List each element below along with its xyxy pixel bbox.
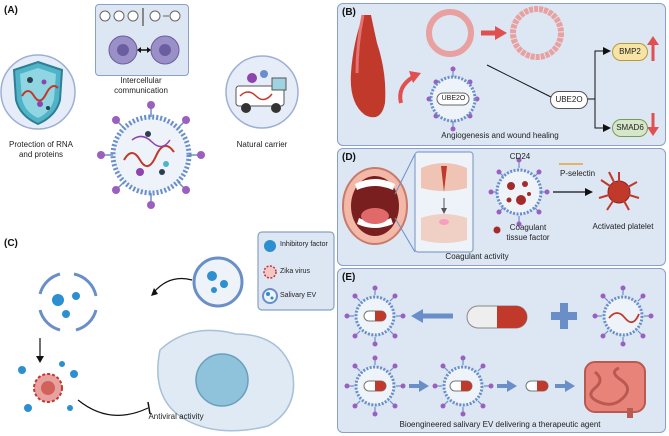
pselectin-label: P-selectin bbox=[560, 169, 596, 178]
bmp2-node: BMP2 bbox=[612, 43, 648, 61]
panel-d-illustration bbox=[342, 151, 640, 253]
extracellular-vesicle-illustration bbox=[97, 101, 205, 209]
shield-illustration bbox=[0, 54, 76, 130]
protection-label: Protection of RNA and proteins bbox=[8, 140, 74, 159]
ube2o-node: UBE2O bbox=[550, 91, 588, 109]
ube2o-vesicle-label: UBE2O bbox=[441, 95, 466, 102]
intercellular-illustration bbox=[99, 8, 181, 65]
panel-e-illustration bbox=[343, 284, 655, 418]
panel-b-caption: Angiogenesis and wound healing bbox=[441, 131, 559, 140]
carrier-label: Natural carrier bbox=[236, 140, 288, 149]
smad6-node: SMAD6 bbox=[612, 119, 648, 137]
panel-b-illustration bbox=[350, 6, 659, 132]
panel-d-letter: (D) bbox=[342, 152, 356, 163]
panel-a-letter: (A) bbox=[4, 5, 18, 16]
cd24-label: CD24 bbox=[509, 152, 531, 161]
panel-d-caption: Coagulant activity bbox=[445, 252, 509, 261]
panel-e-letter: (E) bbox=[342, 272, 356, 283]
legend-inhibitory-label: Inhibitory factor bbox=[280, 241, 328, 248]
carrier-illustration bbox=[225, 55, 299, 129]
antiviral-caption: Antiviral activity bbox=[148, 412, 204, 421]
coagulant-factor-label: Coagulant tissue factor bbox=[506, 223, 550, 242]
activated-platelet-label: Activated platelet bbox=[592, 222, 654, 231]
panel-b-letter: (B) bbox=[342, 7, 356, 18]
panel-e-caption: Bioengineered salivary EV delivering a t… bbox=[399, 420, 601, 429]
panel-b-box bbox=[337, 3, 666, 146]
legend-zika-label: Zika virus bbox=[280, 268, 310, 275]
intercellular-label: Intercellular communication bbox=[114, 76, 168, 95]
panel-c-letter: (C) bbox=[4, 238, 18, 249]
panel-b-smad-connector bbox=[594, 99, 659, 136]
panel-e-box bbox=[337, 268, 666, 433]
panel-c-illustration bbox=[18, 231, 335, 432]
legend-salivary-label: Salivary EV bbox=[280, 292, 317, 299]
